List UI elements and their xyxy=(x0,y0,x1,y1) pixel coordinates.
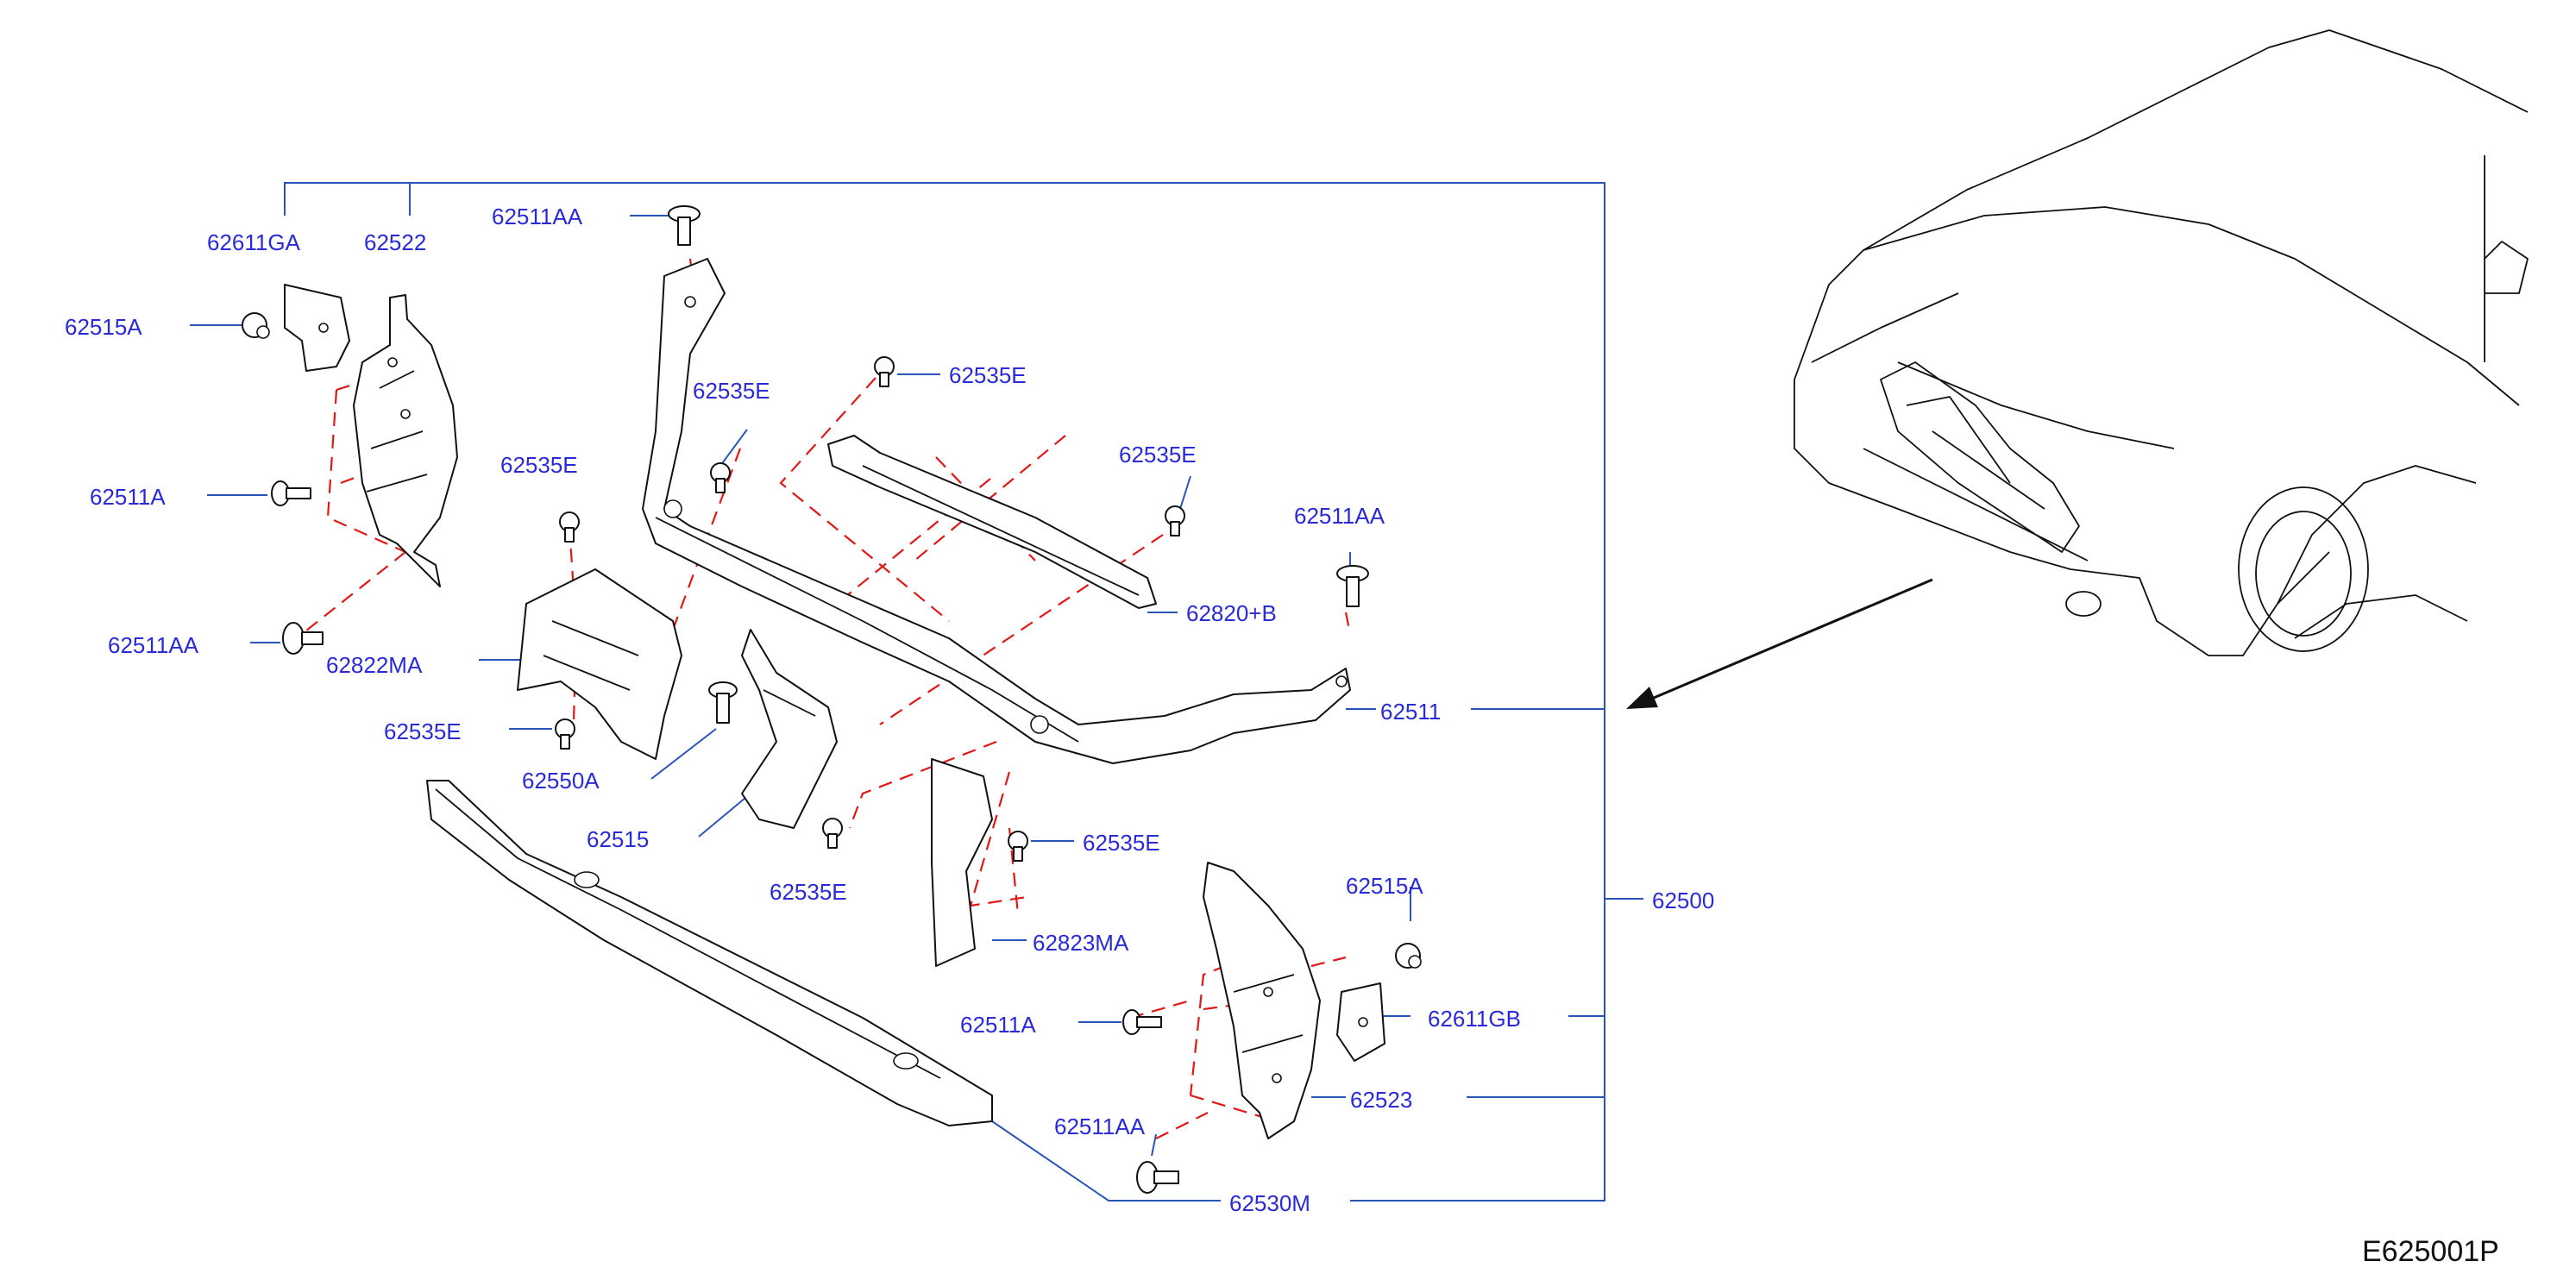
bolt-62511aa-bottom xyxy=(1136,1161,1179,1194)
label-62500: 62500 xyxy=(1652,888,1714,913)
label-62511a-right: 62511A xyxy=(960,1012,1036,1038)
clip-62515a-right xyxy=(1395,943,1422,969)
label-62611ga: 62611GA xyxy=(207,229,301,255)
bolt-62511a-right xyxy=(1122,1009,1162,1035)
clip-62535e-7 xyxy=(1008,831,1028,862)
label-62511a-left: 62511A xyxy=(90,484,166,510)
vehicle-inset xyxy=(1794,29,2529,656)
label-62820b: 62820+B xyxy=(1186,600,1277,626)
label-62535e-2: 62535E xyxy=(693,378,770,404)
label-62511: 62511 xyxy=(1380,699,1441,725)
clip-62535e-1 xyxy=(559,511,580,543)
label-62535e-4: 62535E xyxy=(1119,442,1197,467)
clip-62535e-4 xyxy=(1165,505,1185,536)
left-stay-62522 xyxy=(353,294,458,587)
clip-62535e-6 xyxy=(822,818,843,849)
clip-62535e-2 xyxy=(710,462,731,493)
label-62511aa-top: 62511AA xyxy=(492,204,583,229)
clip-62535e-5 xyxy=(555,718,575,750)
fasteners xyxy=(242,205,1422,1194)
right-stay-62523 xyxy=(1203,862,1321,1139)
label-62822ma: 62822MA xyxy=(326,652,423,678)
bolt-62511aa-right xyxy=(1336,565,1369,607)
right-bracket-62611gb xyxy=(1336,982,1385,1062)
label-62511aa-bottom: 62511AA xyxy=(1054,1114,1146,1139)
label-62535e-3: 62535E xyxy=(949,362,1027,388)
label-62535e-1: 62535E xyxy=(500,452,578,478)
upper-support-62511 xyxy=(642,258,1351,764)
label-62515a-right: 62515A xyxy=(1346,873,1423,899)
upper-bar-62820b xyxy=(827,435,1157,609)
clip-62515a-top xyxy=(242,312,270,339)
bolt-62511aa-left xyxy=(282,622,324,655)
label-62611gb: 62611GB xyxy=(1428,1006,1521,1032)
label-62511aa-left: 62511AA xyxy=(108,632,199,658)
air-guide-62823ma xyxy=(931,758,993,967)
label-62511aa-right: 62511AA xyxy=(1294,503,1385,529)
bolt-62511aa-top xyxy=(668,205,701,246)
diagram-code: E625001P xyxy=(2362,1235,2499,1268)
left-bracket-62611ga xyxy=(284,284,350,372)
label-62530m: 62530M xyxy=(1229,1190,1310,1216)
bolt-62550a xyxy=(708,681,738,724)
label-62535e-5: 62535E xyxy=(384,718,462,744)
label-62515: 62515 xyxy=(587,826,649,852)
part-labels: 62611GA 62522 62515A 62511A 62511AA 6251… xyxy=(65,204,1714,1216)
lower-bar-62530m xyxy=(426,780,993,1126)
label-62535e-6: 62535E xyxy=(770,879,847,905)
label-62823ma: 62823MA xyxy=(1033,930,1129,956)
label-62522: 62522 xyxy=(364,229,426,255)
clip-62535e-3 xyxy=(874,356,895,387)
bolt-62511a-left xyxy=(271,480,311,506)
label-62523: 62523 xyxy=(1350,1087,1412,1113)
air-guide-62822ma xyxy=(517,568,682,760)
center-stay-62515 xyxy=(741,629,838,829)
pointer-arrow xyxy=(1626,578,1933,709)
label-62550a: 62550A xyxy=(522,768,600,794)
label-62515a-top: 62515A xyxy=(65,314,142,340)
label-62535e-7: 62535E xyxy=(1083,830,1160,856)
